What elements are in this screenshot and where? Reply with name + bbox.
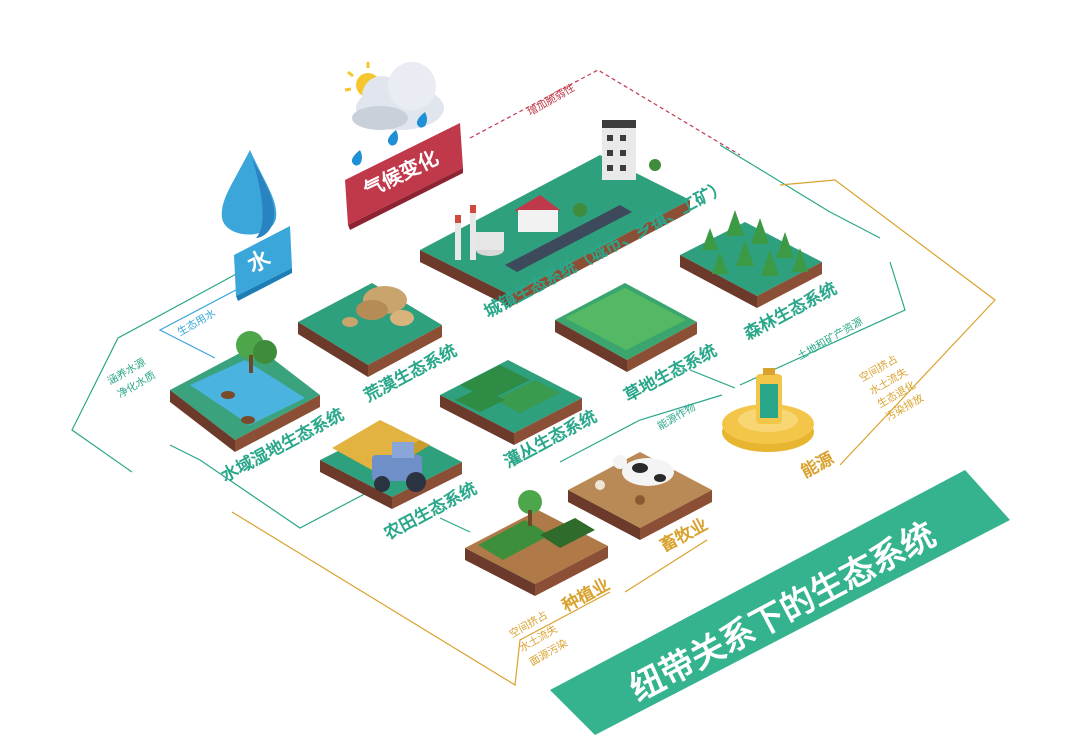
energy-label: 能源 <box>797 448 837 483</box>
tile-desert: 荒漠生态系统 <box>298 283 460 407</box>
water-drop-icon <box>221 150 277 238</box>
connector-grass-energy <box>689 369 736 389</box>
tile-urban: 城镇生态系统（城市、乡镇、工矿） <box>420 120 731 322</box>
tile-grass: 草地生态系统 <box>555 283 720 406</box>
connector-agri-impact <box>231 511 611 687</box>
land-mineral-note: 土地和矿产资源 <box>795 314 866 362</box>
climate-cloud-icon <box>344 62 444 166</box>
connector-urban-forest <box>719 144 881 239</box>
climate-change-label-box: 气候变化 <box>345 123 463 230</box>
connector-wetland-farm <box>169 444 411 529</box>
vulnerability-note: 增加脆弱性 <box>525 81 577 119</box>
energy-battery-icon <box>722 368 814 452</box>
connector-climate-urban <box>469 69 741 156</box>
connector-livestock-planting <box>624 539 708 593</box>
tile-planting: 种植业 <box>465 490 613 617</box>
connector-forest-energy <box>739 261 906 386</box>
connector-energy-impact <box>779 179 996 466</box>
tile-livestock: 畜牧业 <box>568 426 712 556</box>
tile-shrub: 灌丛生态系统 <box>440 360 600 472</box>
connector-farm-planting <box>439 517 471 533</box>
connector-lines <box>71 69 996 687</box>
connector-eco-water <box>158 271 271 359</box>
connector-farm-energy <box>559 394 723 463</box>
water-label-box: 水 <box>234 226 292 301</box>
energy-crops-note: 能源作物 <box>655 400 698 432</box>
planting-label: 种植业 <box>558 574 614 617</box>
connector-water-wetland <box>71 271 241 473</box>
tile-forest: 森林生态系统 <box>680 210 840 344</box>
